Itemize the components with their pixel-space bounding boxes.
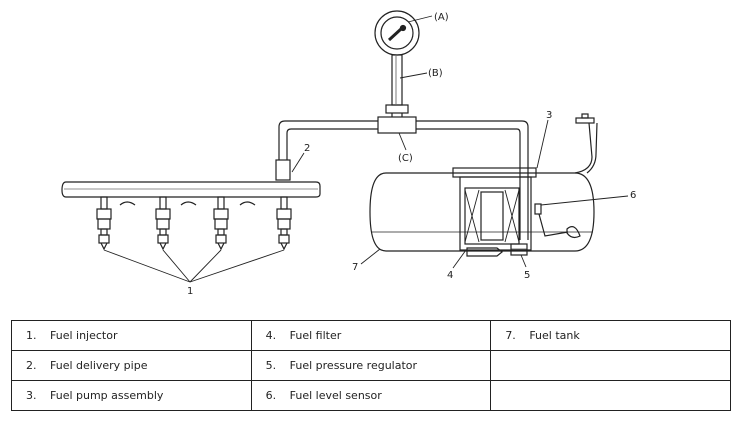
fuel-tank	[369, 113, 598, 252]
callout-6: 6	[630, 190, 636, 201]
callout-c: (C)	[398, 153, 413, 164]
legend-cell: 3. Fuel pump assembly	[11, 380, 252, 411]
callout-1: 1	[187, 286, 193, 297]
legend-label: Fuel pressure regulator	[289, 359, 418, 372]
legend-cell: 1. Fuel injector	[11, 320, 252, 351]
legend-label: Fuel level sensor	[289, 389, 382, 402]
legend-number: 6.	[265, 389, 277, 402]
fuel-hose	[275, 104, 529, 240]
callout-3: 3	[546, 110, 552, 121]
callout-b: (B)	[428, 68, 443, 79]
legend-cell: 7. Fuel tank	[490, 320, 731, 351]
filler-neck	[574, 113, 598, 174]
fuel-filter	[464, 187, 520, 245]
legend-row: 1. Fuel injector 4. Fuel filter 7. Fuel tan…	[11, 320, 731, 351]
parts-legend-table: 1. Fuel injector 4. Fuel filter 7. Fuel tan…	[11, 320, 731, 411]
legend-number: 1.	[26, 329, 37, 342]
fuel-injector-3	[213, 196, 229, 251]
fuel-injectors	[96, 196, 292, 251]
legend-cell	[490, 350, 731, 381]
legend-label: Fuel delivery pipe	[50, 359, 148, 372]
legend-number: 5.	[265, 359, 277, 372]
injector-leader-lines	[103, 249, 285, 283]
legend-number: 3.	[26, 389, 37, 402]
fuel-pump-assembly	[452, 167, 537, 257]
legend-number: 7.	[505, 329, 516, 342]
legend-label: Fuel tank	[529, 329, 580, 342]
legend-label: Fuel filter	[289, 329, 342, 342]
legend-cell: 4. Fuel filter	[250, 320, 492, 351]
legend-cell: 2. Fuel delivery pipe	[11, 350, 252, 381]
fuel-level-sensor	[534, 203, 581, 239]
legend-label: Fuel injector	[50, 329, 118, 342]
callout-leaders	[291, 15, 629, 269]
legend-label: Fuel pump assembly	[50, 389, 164, 402]
fuel-injector-4	[276, 196, 292, 251]
legend-number: 4.	[265, 329, 277, 342]
fuel-injector-2	[155, 196, 171, 251]
legend-cell	[490, 380, 731, 411]
callout-5: 5	[524, 270, 530, 281]
legend-cell: 6. Fuel level sensor	[250, 380, 492, 411]
legend-cell: 5. Fuel pressure regulator	[250, 350, 492, 381]
pressure-gauge	[374, 10, 420, 106]
callout-a: (A)	[434, 12, 449, 23]
callout-4: 4	[447, 270, 453, 281]
fuel-system-diagram: (A) (B) (C) 1 2 3 4 5 6 7	[61, 10, 636, 297]
callout-7: 7	[352, 262, 358, 273]
legend-row: 2. Fuel delivery pipe 5. Fuel pressure reg…	[11, 350, 731, 381]
fuel-injector-1	[96, 196, 112, 251]
legend-number: 2.	[26, 359, 37, 372]
fuel-pressure-regulator	[510, 243, 528, 256]
fuel-delivery-pipe	[61, 181, 321, 206]
callout-2: 2	[304, 143, 310, 154]
legend-row: 3. Fuel pump assembly 6. Fuel level sensor	[11, 380, 731, 411]
